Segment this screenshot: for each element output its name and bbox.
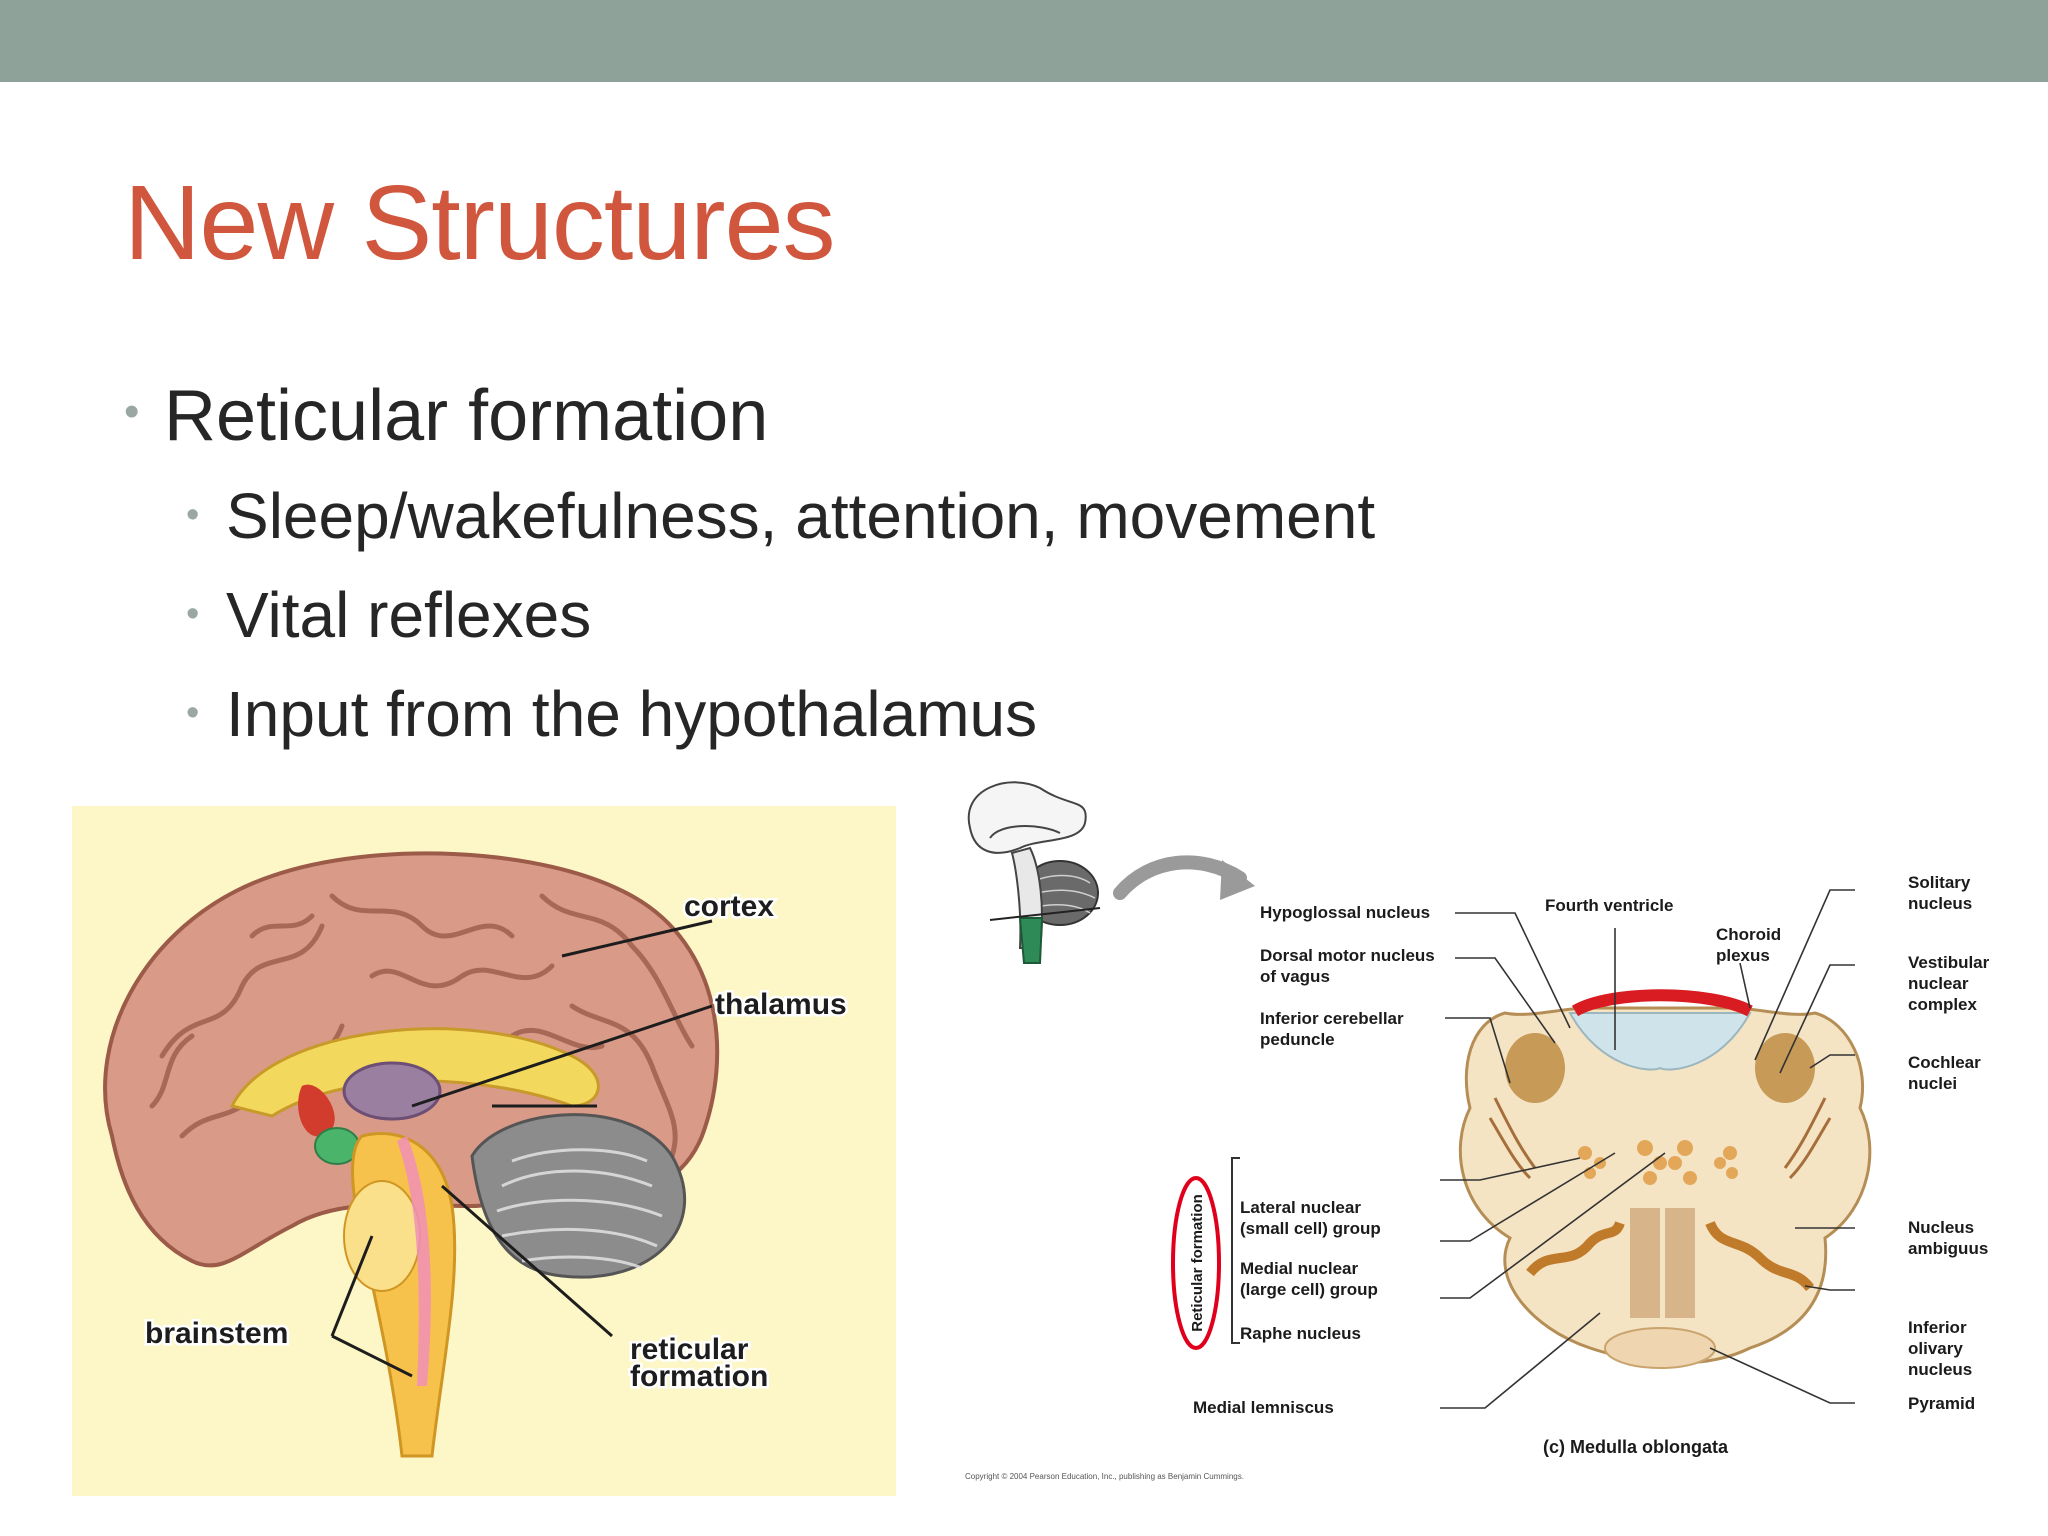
bullet-level1: • Reticular formation [124,380,1624,480]
label-inferior-cerebellar-2: peduncle [1260,1030,1335,1049]
label-ambiguus-2: ambiguus [1908,1239,1988,1258]
reticular-line [441,1184,613,1338]
pyramid-left-shape [1630,1208,1660,1318]
peduncle-right-shape [1755,1033,1815,1103]
red-structure [298,1084,335,1137]
medulla-section-figure: Reticular formation Hypoglossal nucleus … [965,781,1990,1481]
label-dorsal-motor-2: of vagus [1260,967,1330,986]
bullet-level2: • Vital reflexes [124,583,1624,682]
orientation-brain-icon [967,781,1101,964]
bullet-text: Sleep/wakefulness, attention, movement [226,480,1376,552]
label-reticular-1: reticular [630,1333,749,1366]
pyramid-right-shape [1665,1208,1695,1318]
label-fourth-ventricle: Fourth ventricle [1545,896,1673,915]
label-solitary-1: Solitary [1908,873,1971,892]
highlight-ellipse [1171,1176,1221,1350]
bullet-dot: • [186,593,200,635]
label-solitary-2: nucleus [1908,894,1972,913]
label-reticular-2: formation [630,1360,768,1393]
inferior-cerebellar-peduncle-shape [1505,1033,1565,1103]
pyramid-base-shape [1604,1327,1716,1369]
reticular-bracket [1231,1157,1240,1344]
reticular-formation-pink [397,1136,431,1386]
label-medial-lemniscus: Medial lemniscus [1193,1398,1334,1417]
choroid-plexus-shape [1571,989,1753,1017]
label-lateral-2: (small cell) group [1240,1219,1381,1238]
inferior-olive-right [1705,1220,1814,1292]
label-medial-2: (large cell) group [1240,1280,1378,1299]
bullet-text: Reticular formation [164,376,769,456]
label-vestibular-1: Vestibular [1908,953,1990,972]
figure-caption: (c) Medulla oblongata [1543,1437,1729,1457]
label-olivary-3: nucleus [1908,1360,1972,1379]
cortex-line [561,919,713,958]
label-thalamus: thalamus [715,988,847,1021]
brain-sagittal-figure: cortex thalamus brainstem reticular form… [72,806,896,1496]
label-ambiguus-1: Nucleus [1908,1218,1974,1237]
bullet-level2: • Input from the hypothalamus [124,682,1624,781]
bullet-dot: • [186,494,200,536]
brainstem-line-a [330,1235,374,1337]
medulla-leader-lines [1440,889,1855,1409]
bullet-dot: • [186,692,200,734]
label-pyramid: Pyramid [1908,1394,1975,1413]
label-reticular-formation-vertical: Reticular formation [1189,1194,1206,1332]
label-choroid-1: Choroid [1716,925,1781,944]
label-cochlear-1: Cochlear [1908,1053,1981,1072]
label-vestibular-3: complex [1908,995,1978,1014]
copyright-text: Copyright © 2004 Pearson Education, Inc.… [965,1472,1244,1481]
label-hypoglossal: Hypoglossal nucleus [1260,903,1430,922]
label-olivary-2: olivary [1908,1339,1963,1358]
arrow-head-icon [1220,860,1255,900]
label-vestibular-2: nuclear [1908,974,1969,993]
label-choroid-2: plexus [1716,946,1770,965]
inferior-olive-left [1526,1220,1625,1277]
thalamus-shape [342,1061,442,1121]
label-cochlear-2: nuclei [1908,1074,1957,1093]
slide-title: New Structures [124,164,836,282]
bullet-text: Input from the hypothalamus [226,678,1038,750]
label-brainstem: brainstem [145,1317,288,1350]
label-inferior-cerebellar-1: Inferior cerebellar [1260,1009,1404,1028]
striations [1488,1097,1832,1180]
brainstem-line-b [331,1334,413,1378]
bullet-text: Vital reflexes [226,579,592,651]
bullet-dot: • [124,387,140,436]
label-cortex: cortex [684,890,774,923]
thalamus-line [411,1004,713,1108]
label-medial-1: Medial nuclear [1240,1259,1358,1278]
leader-lines [330,919,713,1378]
bullet-level2: • Sleep/wakefulness, attention, movement [124,484,1624,583]
bullet-list: • Reticular formation • Sleep/wakefulnes… [124,380,1624,781]
label-lateral-1: Lateral nuclear [1240,1198,1361,1217]
label-olivary-1: Inferior [1908,1318,1967,1337]
label-dorsal-motor-1: Dorsal motor nucleus [1260,946,1435,965]
top-accent-bar [0,0,2048,82]
medulla-cross-section [1458,1006,1872,1365]
cerebellum-folia [496,1148,663,1270]
label-raphe: Raphe nucleus [1240,1324,1361,1343]
